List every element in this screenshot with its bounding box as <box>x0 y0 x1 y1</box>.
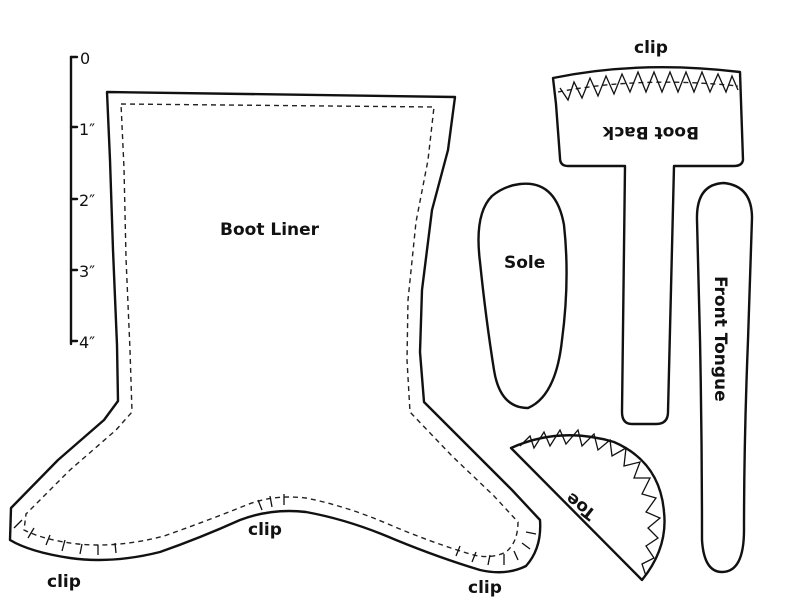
sole-outline <box>477 182 568 410</box>
toe-outline <box>509 434 666 582</box>
boot-liner-outline <box>8 90 542 574</box>
toe-piece: Toe <box>509 428 666 582</box>
ruler-label-4: 4″ <box>79 333 95 352</box>
front-tongue-label: Front Tongue <box>710 276 730 402</box>
boot-liner-piece: Boot Liner clip clip clip <box>8 90 542 598</box>
ruler-label-2: 2″ <box>79 191 95 210</box>
front-tongue-piece: Front Tongue <box>695 181 754 574</box>
toe-clip-zigzag <box>519 428 662 577</box>
ruler-label-3: 3″ <box>79 262 95 281</box>
boot-liner-clip-marks <box>13 494 537 566</box>
clip-label-boot-back: clip <box>634 38 668 58</box>
clip-label-boot-left: clip <box>47 572 81 592</box>
boot-back-piece: clip Boot Back <box>551 38 745 426</box>
front-tongue-outline <box>695 181 754 574</box>
inch-ruler: 0 1″ 2″ 3″ 4″ <box>69 49 95 352</box>
ruler-label-0: 0 <box>80 49 90 68</box>
sole-label: Sole <box>504 253 545 273</box>
ruler-label-1: 1″ <box>79 120 95 139</box>
boot-back-label: Boot Back <box>602 122 699 142</box>
clip-label-boot-middle: clip <box>248 520 282 540</box>
sole-piece: Sole <box>477 182 568 410</box>
boot-liner-seam <box>23 103 519 558</box>
clip-label-boot-right: clip <box>468 578 502 598</box>
boot-back-outline <box>551 66 745 426</box>
toe-label: Toe <box>562 488 600 524</box>
boot-liner-label: Boot Liner <box>220 220 320 240</box>
boot-back-clip-zigzag <box>559 70 739 102</box>
